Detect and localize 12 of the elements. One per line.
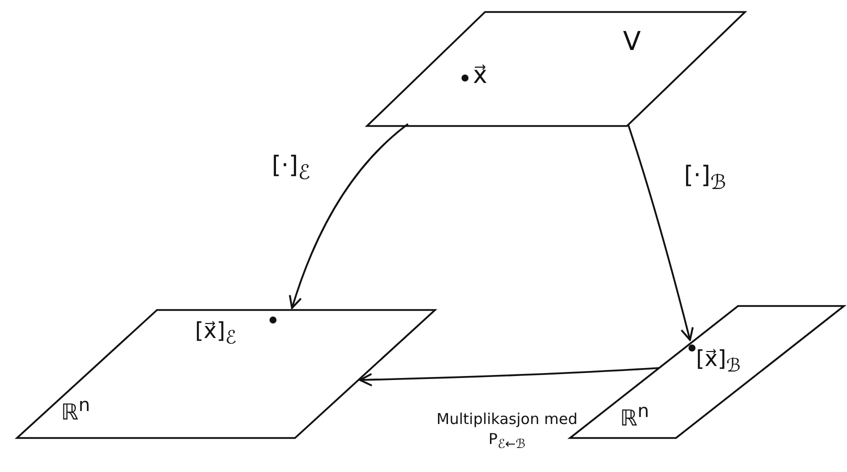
math-label: ℝ$^{n}$: [61, 396, 90, 426]
edge-label: Multiplikasjon med P$_{ℰ←ℬ}$: [436, 410, 578, 452]
edge-label: [·]$_{ℰ}$: [270, 150, 312, 185]
math-label: [x⃗]$_{ℬ}$: [696, 348, 741, 377]
math-label: x⃗: [473, 62, 488, 88]
edge-label: [·]$_{ℬ}$: [682, 160, 728, 195]
arrow: [289, 123, 409, 309]
arrow: [359, 367, 660, 386]
math-label: [x⃗]$_{ℰ}$: [195, 320, 236, 349]
math-label: V: [623, 28, 641, 57]
arrow: [627, 124, 694, 341]
math-label: ℝ$^{n}$: [620, 402, 650, 432]
